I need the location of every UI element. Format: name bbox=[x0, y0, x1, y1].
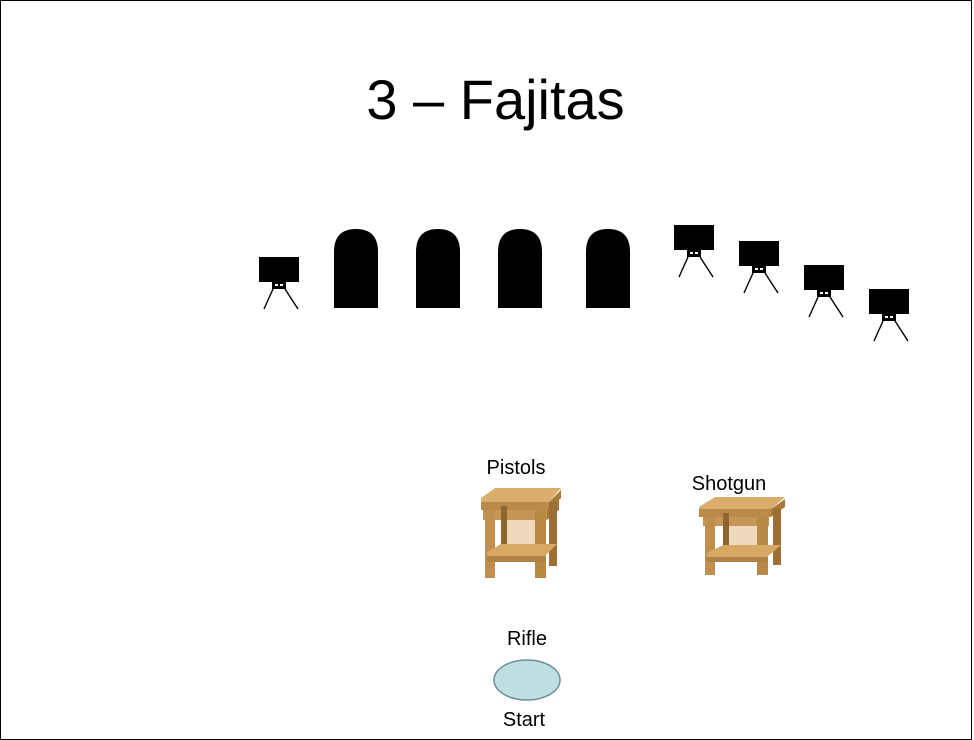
silhouette-target-icon bbox=[498, 229, 542, 308]
steel-plate-target-icon bbox=[804, 265, 844, 318]
slide-title: 3 – Fajitas bbox=[366, 68, 625, 131]
silhouette-target-icon bbox=[416, 229, 460, 308]
wooden-table-icon bbox=[481, 488, 561, 578]
steel-plate-target-icon bbox=[674, 225, 714, 278]
wooden-table-icon bbox=[699, 497, 785, 575]
silhouette-target-icon bbox=[586, 229, 630, 308]
start-position-marker bbox=[493, 659, 561, 701]
shotgun-label: Shotgun bbox=[691, 473, 767, 495]
rifle-label: Rifle bbox=[506, 628, 547, 650]
start-label: Start bbox=[502, 709, 546, 731]
steel-plate-target-icon bbox=[869, 289, 909, 342]
steel-plate-target-icon bbox=[739, 241, 779, 294]
steel-plate-target-icon bbox=[259, 257, 299, 310]
pistols-label: Pistols bbox=[486, 457, 546, 479]
silhouette-target-icon bbox=[334, 229, 378, 308]
